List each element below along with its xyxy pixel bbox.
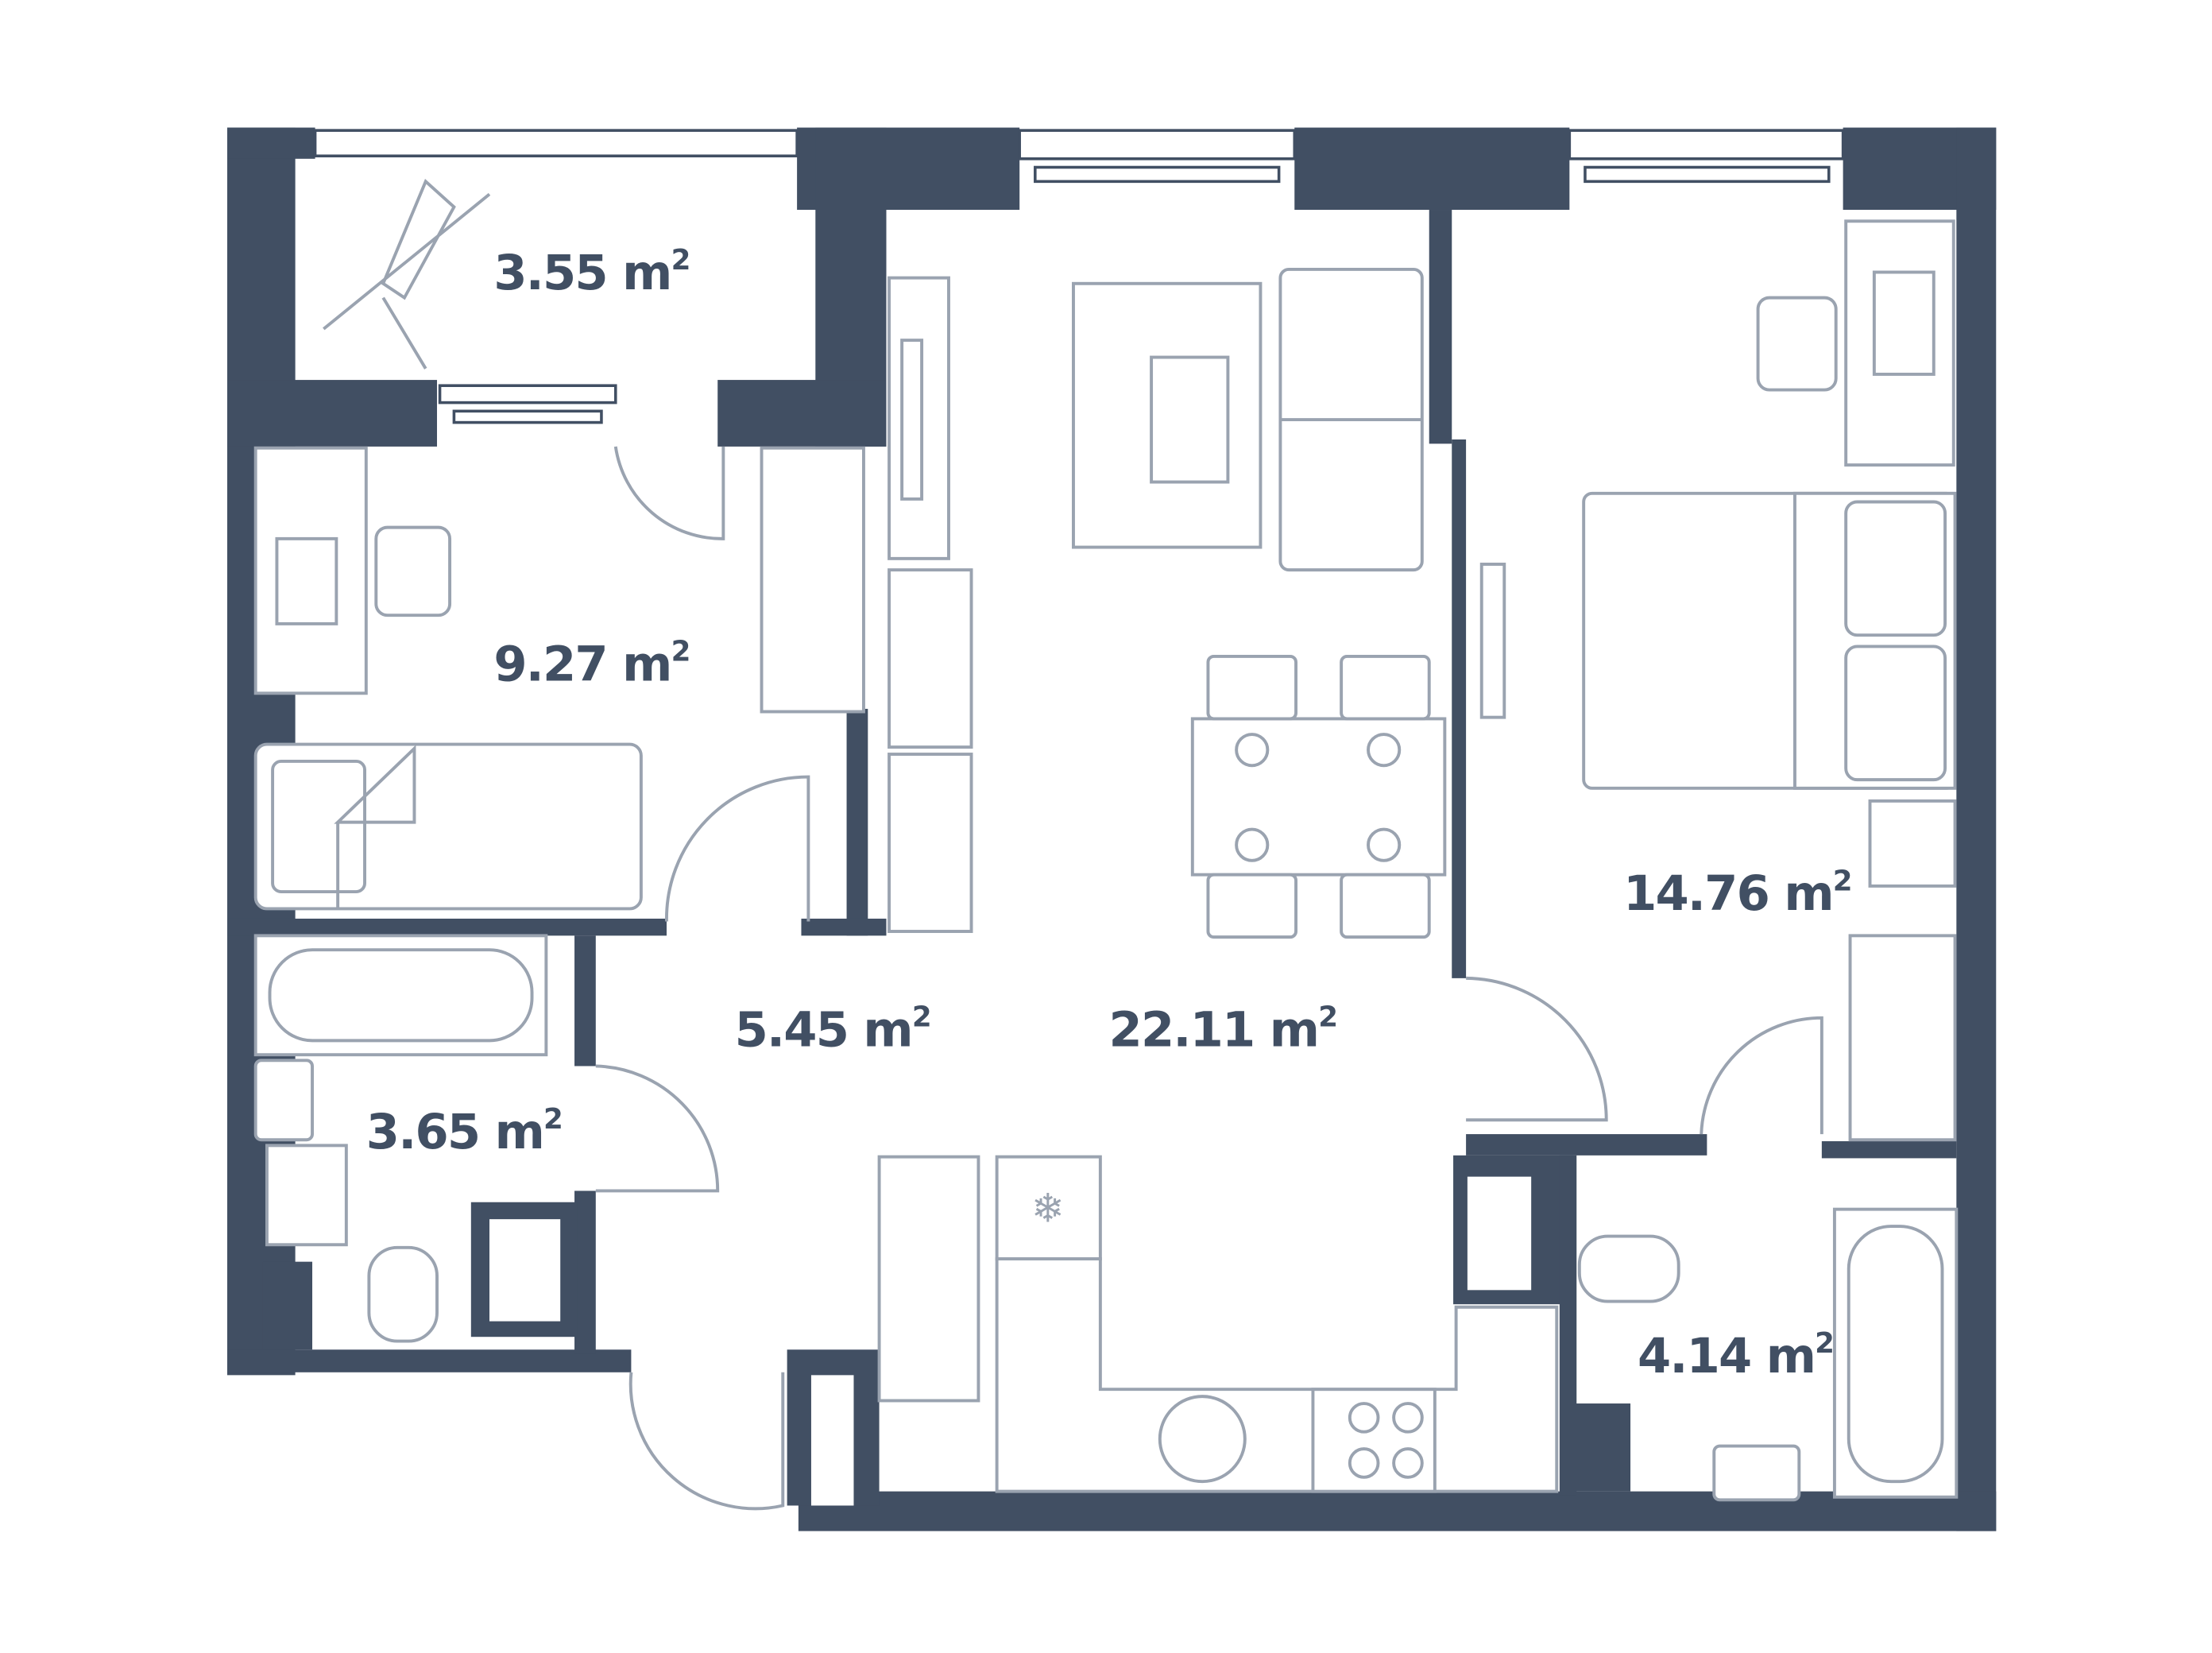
area-label-bedroom-master: 14.76 m2 (1623, 865, 1851, 922)
area-label-balcony: 3.55 m2 (493, 244, 689, 301)
area-labels: 3.55 m2 9.27 m2 5.45 m2 22.11 m2 14.76 m… (366, 244, 1853, 1384)
sink (1712, 1444, 1801, 1502)
shelf (888, 276, 950, 560)
furniture: ❄ (253, 179, 1959, 1502)
nightstand (1868, 799, 1957, 888)
area-label-bathroom-left: 3.65 m2 (366, 1103, 562, 1160)
lamp-icon (323, 179, 491, 370)
area-label-bathroom-right: 4.14 m2 (1638, 1327, 1833, 1384)
wardrobe (760, 446, 865, 714)
doors (595, 446, 1823, 1511)
fridge (995, 1155, 1102, 1261)
chair (374, 525, 452, 617)
snowflake-icon: ❄ (1031, 1187, 1065, 1231)
area-label-hallway: 5.45 m2 (735, 1001, 930, 1059)
wardrobe (877, 1155, 980, 1403)
walls (226, 127, 1997, 1531)
washing-machine (265, 1144, 348, 1247)
dining-table (1190, 717, 1447, 877)
chair (1756, 296, 1838, 392)
area-label-living-kitchen: 22.11 m2 (1109, 1001, 1337, 1059)
toilet (1577, 1234, 1680, 1303)
windows (313, 129, 1845, 424)
toilet (367, 1245, 439, 1343)
coffee-table (1150, 355, 1230, 484)
tv (1479, 563, 1506, 719)
bookcase (888, 753, 973, 933)
area-label-bedroom-small: 9.27 m2 (493, 635, 689, 692)
wardrobe (1848, 934, 1957, 1142)
sink (253, 1059, 314, 1142)
bookcase (888, 568, 973, 749)
kitchen-sink (1158, 1395, 1247, 1484)
